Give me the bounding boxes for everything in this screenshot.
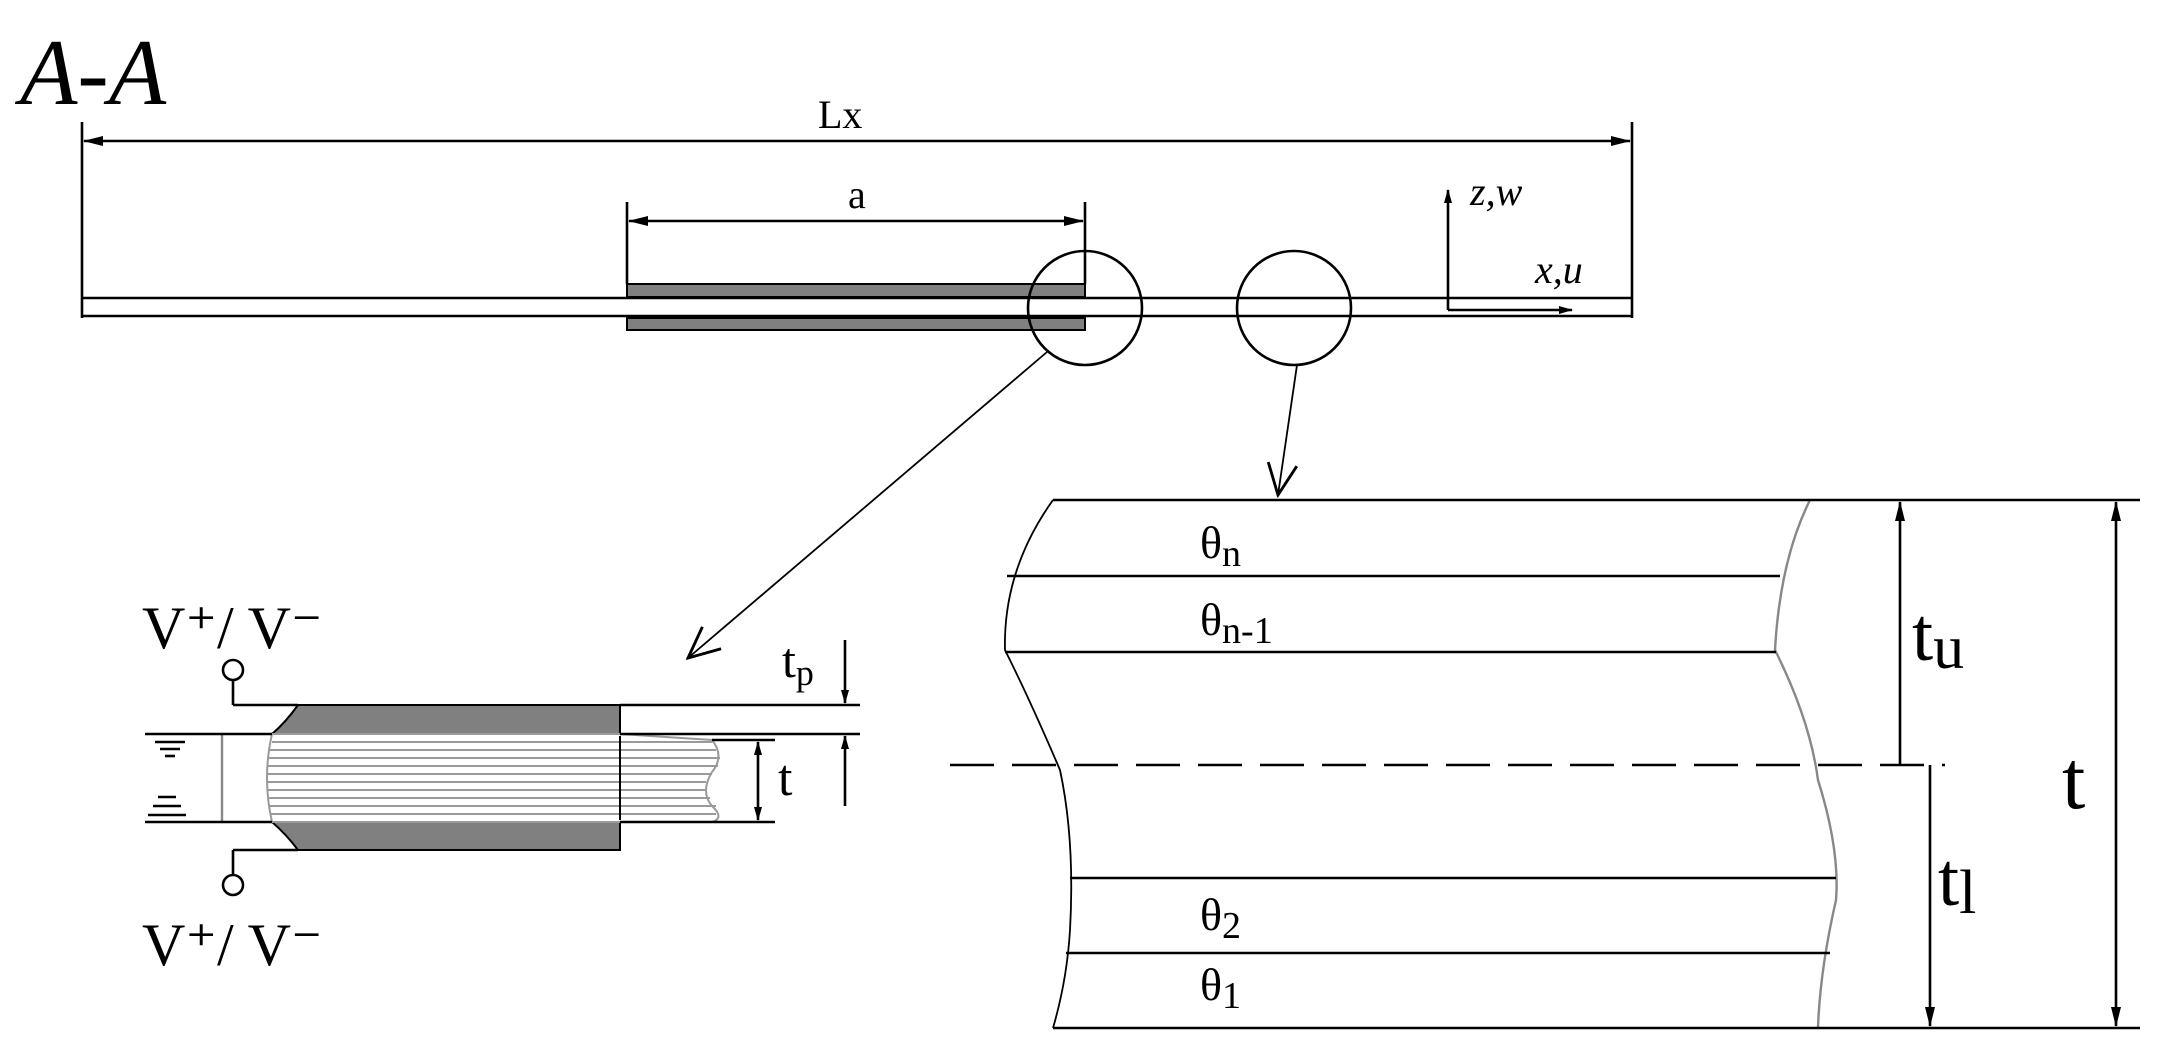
break-line-right xyxy=(1773,499,1838,1029)
lower-thickness-label: tl xyxy=(1938,838,1976,927)
patch-thickness-label: tp xyxy=(782,632,814,693)
layer-label-2: θ2 xyxy=(1200,889,1241,947)
coordinate-axes: z,w x,u xyxy=(1444,169,1583,314)
ground-symbol-bottom xyxy=(148,795,186,817)
upper-thickness-label: tu xyxy=(1912,593,1964,682)
right-detail: θn θn-1 θ2 θ1 tu tl t xyxy=(950,498,2140,1030)
total-thickness-label: t xyxy=(2062,734,2085,827)
detail-circle-right xyxy=(1235,249,1353,367)
laminate-lines xyxy=(268,741,720,815)
piezo-patch-bottom xyxy=(269,821,621,851)
plate-thickness-label: t xyxy=(778,750,793,807)
voltage-label-bottom: V⁺/ V⁻ xyxy=(142,912,323,978)
break-line-left xyxy=(1004,499,1073,1029)
laminate-body xyxy=(266,733,720,823)
ground-symbol-top xyxy=(155,740,185,758)
terminal-top xyxy=(221,658,245,682)
vertical-axis-label: z,w xyxy=(1469,169,1523,214)
piezo-patch-top xyxy=(269,704,621,735)
left-detail: tp t V⁺/ V⁻ V⁺/ V⁻ xyxy=(142,595,860,978)
patch-length-label: a xyxy=(848,172,866,217)
patch-length-dimension: a xyxy=(625,172,1087,284)
detail-circle-left xyxy=(1026,249,1144,367)
leader-arrow-right xyxy=(1278,364,1297,495)
plate-length-label: Lx xyxy=(818,92,862,137)
leader-arrow-left xyxy=(688,351,1048,658)
piezo-patches xyxy=(626,283,1086,331)
voltage-label-top: V⁺/ V⁻ xyxy=(142,595,323,661)
horizontal-axis-label: x,u xyxy=(1534,247,1583,292)
terminal-bottom xyxy=(221,873,245,897)
layer-label-n: θn xyxy=(1200,517,1241,575)
plate-length-dimension: Lx xyxy=(83,92,1631,146)
layer-label-1: θ1 xyxy=(1200,959,1241,1017)
section-label: A-A xyxy=(14,21,167,125)
layer-label-n-1: θn-1 xyxy=(1200,594,1273,652)
